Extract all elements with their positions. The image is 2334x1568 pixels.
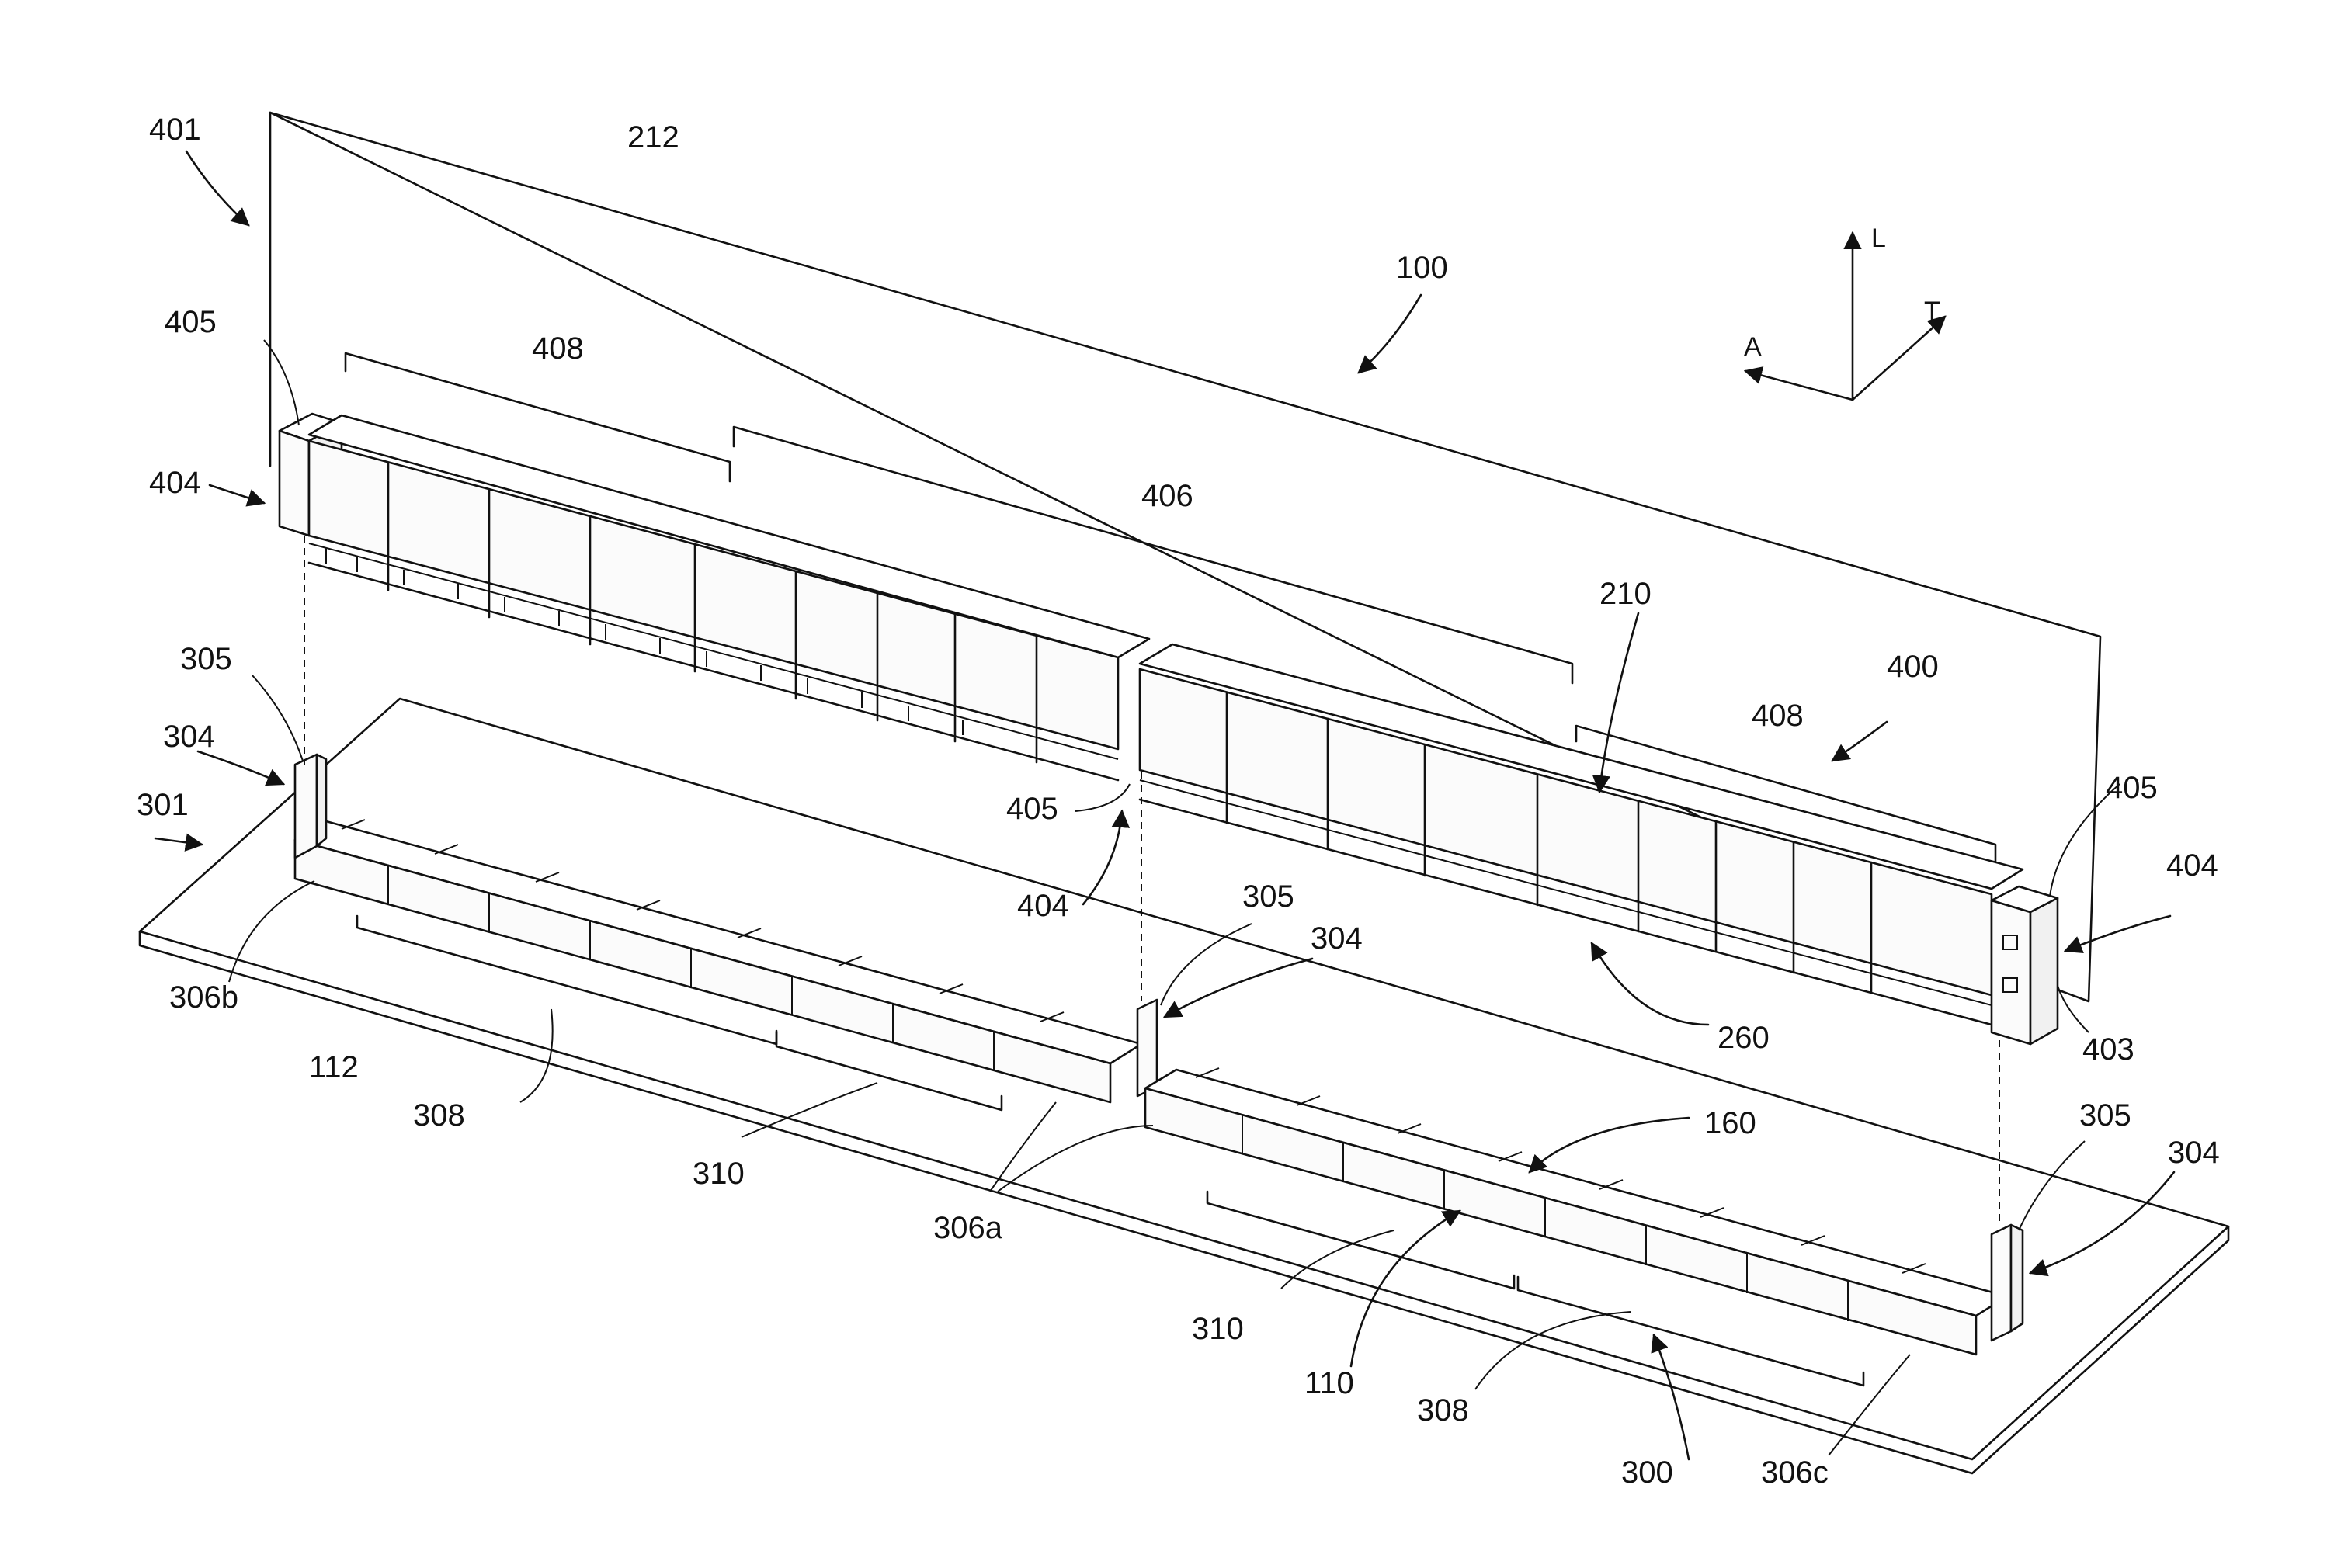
left-housing-front — [295, 840, 1110, 1102]
leader-304a — [198, 751, 283, 784]
leader-400 — [1832, 722, 1887, 761]
ref-308a: 308 — [413, 1098, 465, 1133]
ref-304c: 304 — [2168, 1136, 2220, 1170]
ref-400: 400 — [1887, 650, 1939, 684]
leader-404a — [210, 485, 264, 503]
leader-401 — [186, 151, 248, 225]
ref-310b: 310 — [1192, 1312, 1244, 1346]
left-post-side — [317, 755, 326, 846]
ref-408a: 408 — [532, 331, 584, 366]
ref-160: 160 — [1704, 1106, 1756, 1140]
ref-212: 212 — [627, 120, 679, 154]
end-block-right-side — [2030, 898, 2058, 1044]
ref-300: 300 — [1621, 1455, 1673, 1490]
ref-405b: 405 — [1006, 792, 1058, 826]
leader-306c — [1829, 1355, 1910, 1455]
leader-305a — [252, 675, 303, 761]
axis-t-arrow — [1853, 317, 1945, 400]
leader-160 — [1530, 1118, 1689, 1172]
leader-304c — [2030, 1172, 2174, 1273]
leader-110 — [1351, 1211, 1460, 1366]
ref-304a: 304 — [163, 720, 215, 754]
ref-210: 210 — [1599, 577, 1652, 611]
leader-306b — [229, 881, 314, 982]
ref-306a: 306a — [933, 1211, 1003, 1245]
ref-403: 403 — [2082, 1032, 2134, 1067]
axis-t-label: T — [1924, 297, 1940, 326]
leader-260 — [1592, 943, 1708, 1025]
axis-triad: L T A — [1744, 224, 1945, 400]
leader-404c — [2065, 916, 2170, 951]
ref-306b: 306b — [169, 980, 238, 1015]
middle-post — [1137, 1000, 1157, 1096]
ref-301: 301 — [137, 788, 189, 822]
leader-305c — [2019, 1141, 2085, 1230]
leader-100 — [1359, 295, 1421, 373]
ref-405a: 405 — [165, 305, 217, 339]
leader-301 — [155, 838, 202, 845]
right-housing-top — [1145, 1070, 2007, 1316]
leader-404b — [1083, 811, 1122, 904]
host-board-thickness — [140, 931, 2228, 1473]
leader-304b — [1165, 959, 1312, 1017]
ref-306c: 306c — [1761, 1455, 1829, 1490]
end-block-right-front — [1992, 900, 2030, 1044]
leader-306a-1 — [990, 1102, 1056, 1192]
ref-305a: 305 — [180, 642, 232, 676]
ref-260: 260 — [1718, 1021, 1770, 1055]
ref-308b: 308 — [1417, 1393, 1469, 1428]
ref-110: 110 — [1304, 1366, 1354, 1400]
axis-a-arrow — [1745, 371, 1853, 400]
ref-406: 406 — [1141, 479, 1193, 513]
ref-305c: 305 — [2079, 1098, 2131, 1133]
ref-112: 112 — [309, 1050, 359, 1084]
ref-405c: 405 — [2106, 771, 2158, 805]
ref-404a: 404 — [149, 466, 201, 500]
ref-100: 100 — [1396, 251, 1448, 285]
ref-305b: 305 — [1242, 879, 1294, 914]
left-post — [295, 755, 317, 858]
end-block-left-front — [280, 431, 309, 536]
bracket-408-left — [346, 353, 730, 481]
ref-401: 401 — [149, 113, 201, 147]
ref-408b: 408 — [1752, 699, 1804, 733]
leader-403 — [2058, 986, 2089, 1032]
connector-300-right — [1145, 1068, 2023, 1355]
right-post-side — [2011, 1225, 2023, 1331]
leader-305b — [1161, 924, 1252, 1005]
leader-405b — [1075, 784, 1130, 811]
right-post — [1992, 1225, 2011, 1341]
ref-304b: 304 — [1311, 921, 1363, 956]
leader-306a-2 — [998, 1126, 1153, 1192]
axis-a-label: A — [1744, 332, 1762, 362]
axis-l-label: L — [1871, 224, 1886, 253]
leader-300 — [1654, 1335, 1689, 1459]
ref-404c: 404 — [2166, 848, 2218, 883]
ref-310a: 310 — [693, 1157, 745, 1191]
ref-404b: 404 — [1017, 889, 1069, 923]
